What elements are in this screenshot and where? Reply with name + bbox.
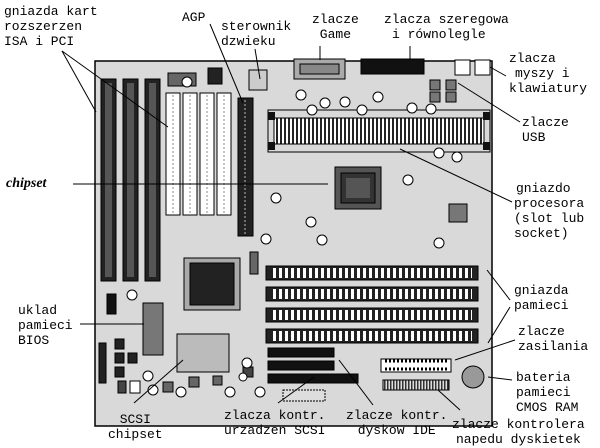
- label-scsi-connectors: zlacza kontr. urzadzen SCSI: [224, 408, 326, 438]
- label-chipset: chipset: [6, 176, 47, 191]
- label-memory-slots: gniazda pamieci: [514, 283, 569, 313]
- label-floppy: zlacze kontrolera napedu dyskietek: [452, 417, 585, 447]
- chip-large: [183, 257, 241, 311]
- label-card-slots: gniazda kart rozszerzen ISA i PCI: [4, 4, 98, 49]
- chip-small: [207, 67, 223, 85]
- label-agp: AGP: [182, 10, 206, 25]
- label-mouse-keyboard: zlacza myszy i klawiatury: [509, 51, 588, 96]
- chip-small: [106, 293, 117, 315]
- cmos-battery: [461, 365, 485, 389]
- leader-lines: [61, 23, 521, 411]
- cpu-slot: [267, 109, 491, 153]
- ide-connector: [282, 389, 326, 402]
- serial-parallel-port: [360, 58, 425, 75]
- bios-chip: [142, 302, 164, 356]
- power-connector: [380, 358, 452, 373]
- memory-slots: [265, 265, 479, 344]
- ps2-port: [454, 59, 471, 76]
- chipset: [334, 166, 382, 210]
- label-bios: uklad pamieci BIOS: [18, 303, 73, 348]
- sound-chip: [248, 69, 268, 91]
- label-sound-controller: sterownik dzwieku: [221, 19, 292, 49]
- scsi-chip: [176, 333, 230, 373]
- agp-slot: [237, 97, 254, 237]
- label-usb: zlacze USB: [522, 115, 569, 145]
- ps2-port: [474, 59, 491, 76]
- usb-ports: [429, 79, 457, 103]
- floppy-connector: [382, 379, 450, 391]
- isa-slots: [100, 78, 161, 282]
- label-cmos-battery: bateria pamieci CMOS RAM: [516, 370, 579, 415]
- scsi-connectors: [267, 347, 359, 384]
- chip-small: [448, 203, 468, 223]
- label-scsi-chipset: SCSI chipset: [108, 412, 163, 442]
- label-power-connector: zlacze zasilania: [518, 324, 589, 354]
- capacitors: [126, 76, 463, 398]
- label-ide: zlacze kontr. dyskow IDE: [346, 408, 448, 438]
- label-serial-parallel: zlacza szeregowa i równolegle: [384, 12, 509, 42]
- label-game-port: zlacze Game: [312, 12, 359, 42]
- label-cpu-socket: gniazdo procesora (slot lub socket): [514, 181, 585, 241]
- chip-small: [249, 251, 259, 275]
